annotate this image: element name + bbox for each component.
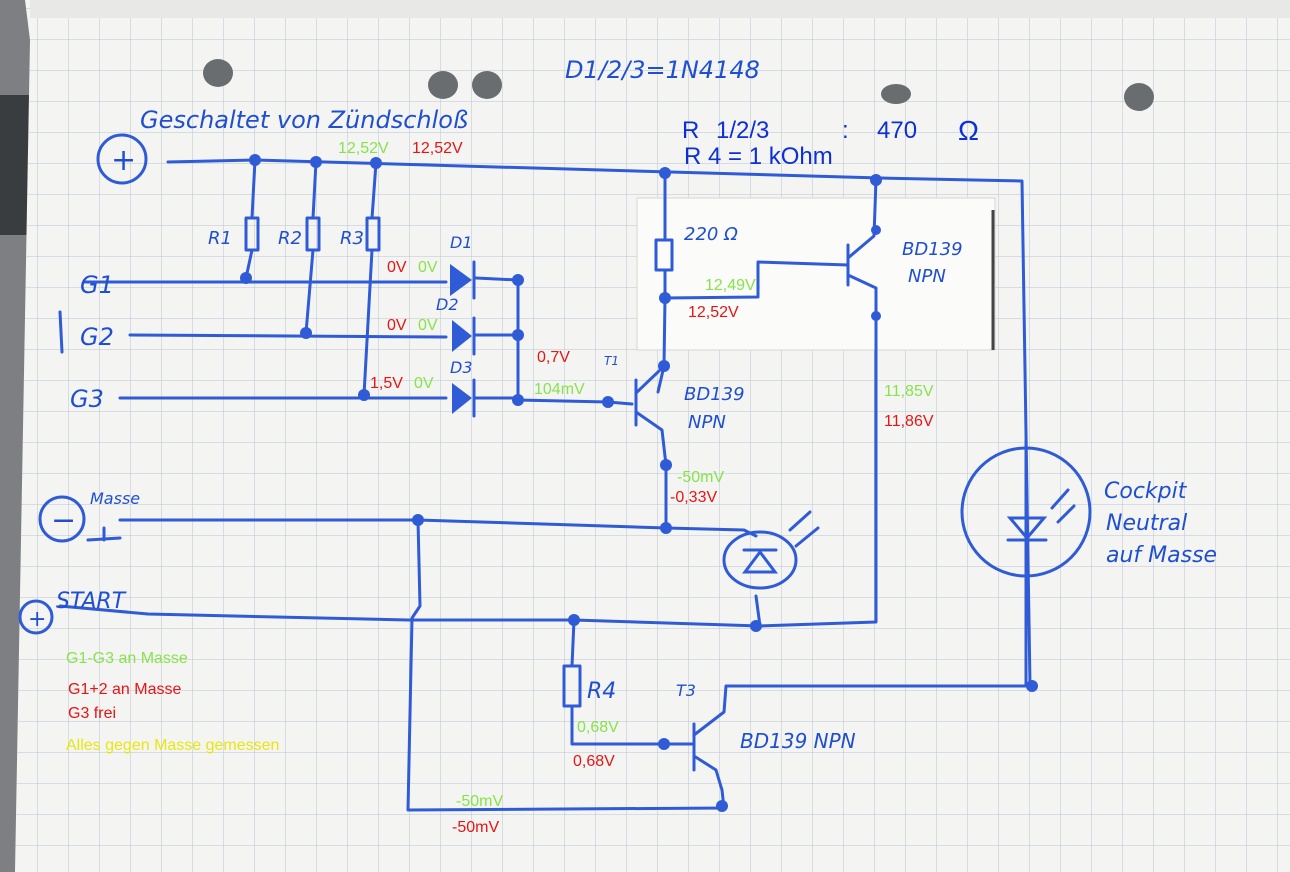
r123-value: 470 [877, 117, 917, 144]
plus-sign: + [111, 143, 136, 178]
r220-label: 220 Ω [684, 224, 738, 245]
npn-mid: NPN [688, 412, 726, 433]
emitter-green: -50mV [677, 469, 724, 486]
diode-symbols [450, 260, 476, 418]
base-red: 0,7V [537, 349, 570, 366]
supply-green: 12,52V [338, 140, 389, 157]
t3-base-green: 0,68V [577, 719, 619, 736]
legend-green: G1-G3 an Masse [66, 650, 188, 667]
npn-top: NPN [908, 266, 946, 287]
r4-label: R4 [587, 679, 616, 704]
d3-label: D3 [450, 358, 473, 377]
g2-label: G2 [80, 323, 114, 351]
base-green: 104mV [534, 381, 585, 398]
bd139-mid: BD139 [684, 384, 745, 405]
t3-label: T3 [676, 681, 696, 700]
r123-prefix: R [682, 117, 699, 144]
r2-label: R2 [278, 228, 302, 249]
led-symbols [722, 446, 1092, 590]
emitter-red: -0,33V [670, 489, 717, 506]
bd139-top: BD139 [902, 239, 963, 260]
bd139-low: BD139 NPN [740, 729, 856, 753]
legend-red-2: G3 frei [68, 705, 116, 722]
supply-red: 12,52V [412, 140, 463, 157]
start-label: START [56, 589, 127, 614]
legend-yellow: Alles gegen Masse gemessen [66, 737, 279, 754]
punch-holes [203, 59, 1154, 111]
r123-colon: : [842, 117, 849, 144]
g1-label: G1 [80, 271, 114, 299]
legend-red-1: G1+2 an Masse [68, 681, 182, 698]
cockpit-line1: Cockpit [1104, 479, 1188, 504]
d1-red: 0V [387, 259, 407, 276]
t3-emitter-red: -50mV [452, 819, 499, 836]
d1-green: 0V [418, 259, 438, 276]
terminal-circles [18, 133, 148, 635]
r123-ids: 1/2/3 [716, 117, 769, 144]
d3-green: 0V [414, 375, 434, 392]
cockpit-line2: Neutral [1106, 511, 1187, 536]
collector-red: 11,86V [884, 413, 934, 430]
r3-label: R3 [340, 228, 364, 249]
r123-unit: Ω [958, 115, 979, 146]
t3-emitter-green: -50mV [456, 793, 503, 810]
r220-red: 12,52V [688, 304, 739, 321]
r1-label: R1 [208, 228, 232, 249]
d3-red: 1,5V [370, 375, 403, 392]
pasted-note [636, 197, 996, 351]
t3-base-red: 0,68V [573, 753, 615, 770]
g3-label: G3 [70, 385, 104, 413]
t1-label: T1 [604, 354, 619, 368]
collector-green: 11,85V [884, 383, 934, 400]
d1-label: D1 [450, 233, 473, 252]
minus-sign: − [51, 503, 76, 538]
switched-note: Geschaltet von Zündschloß [140, 106, 468, 134]
r4-value: R 4 = 1 kOhm [684, 143, 833, 170]
d2-red: 0V [387, 317, 407, 334]
r220-green: 12,49V [705, 277, 756, 294]
cockpit-line3: auf Masse [1106, 543, 1217, 568]
start-plus-sign: + [28, 607, 46, 632]
d2-green: 0V [418, 317, 438, 334]
masse-label: Masse [90, 489, 140, 508]
junction-dots [240, 154, 1038, 812]
diodes-note: D1/2/3=1N4148 [565, 56, 760, 84]
resistor-bodies [244, 216, 674, 708]
circuit-wires [58, 158, 1034, 812]
d2-label: D2 [436, 295, 459, 314]
spiral-binding [30, 0, 1290, 18]
